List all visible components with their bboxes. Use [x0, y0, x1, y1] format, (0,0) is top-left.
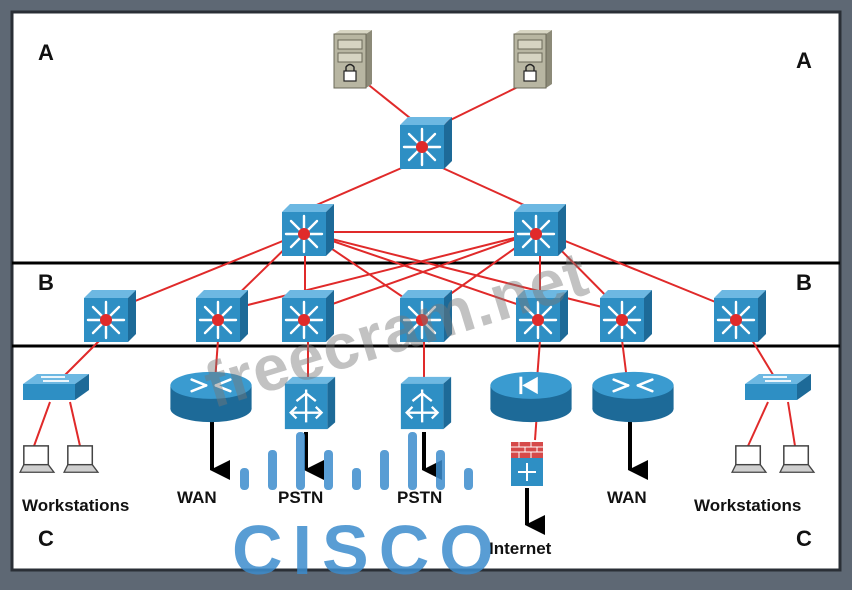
internet-gateway-icon [490, 371, 572, 423]
zone-b-right-label: B [796, 270, 812, 295]
server-left-icon [333, 29, 373, 89]
access-switch-7-icon [712, 288, 768, 344]
zone-c-right-label: C [796, 526, 812, 551]
core-switch-icon [398, 115, 454, 171]
workgroup-hub-left-icon [22, 373, 90, 401]
access-switch-2-icon [194, 288, 250, 344]
cisco-logo-text: CISCO [232, 511, 504, 589]
access-switch-6-icon [598, 288, 654, 344]
cisco-logo-bars [240, 432, 473, 490]
workstation-laptop-2-icon [63, 445, 99, 473]
workstations-right-label: Workstations [694, 496, 802, 515]
workstations-left-label: Workstations [22, 496, 130, 515]
zone-a-left-label: A [38, 40, 54, 65]
outbound-arrows [210, 418, 648, 535]
workgroup-hub-right-icon [744, 373, 812, 401]
zone-c-left-label: C [38, 526, 54, 551]
workstation-laptop-1-icon [19, 445, 55, 473]
wan-right-label: WAN [607, 488, 647, 507]
workstation-laptop-3-icon [731, 445, 767, 473]
pstn-left-label: PSTN [278, 488, 324, 507]
internet-label: Internet [489, 539, 552, 558]
access-switch-1-icon [82, 288, 138, 344]
server-right-icon [513, 29, 553, 89]
firewall-icon [510, 441, 544, 487]
distribution-switch-left-icon [280, 202, 336, 258]
voice-switch-right-icon [399, 375, 453, 431]
zone-a-right-label: A [796, 48, 812, 73]
wan-router-right-icon [591, 370, 675, 424]
pstn-right-label: PSTN [397, 488, 443, 507]
wan-left-label: WAN [177, 488, 217, 507]
zone-b-left-label: B [38, 270, 54, 295]
workstation-laptop-4-icon [779, 445, 815, 473]
